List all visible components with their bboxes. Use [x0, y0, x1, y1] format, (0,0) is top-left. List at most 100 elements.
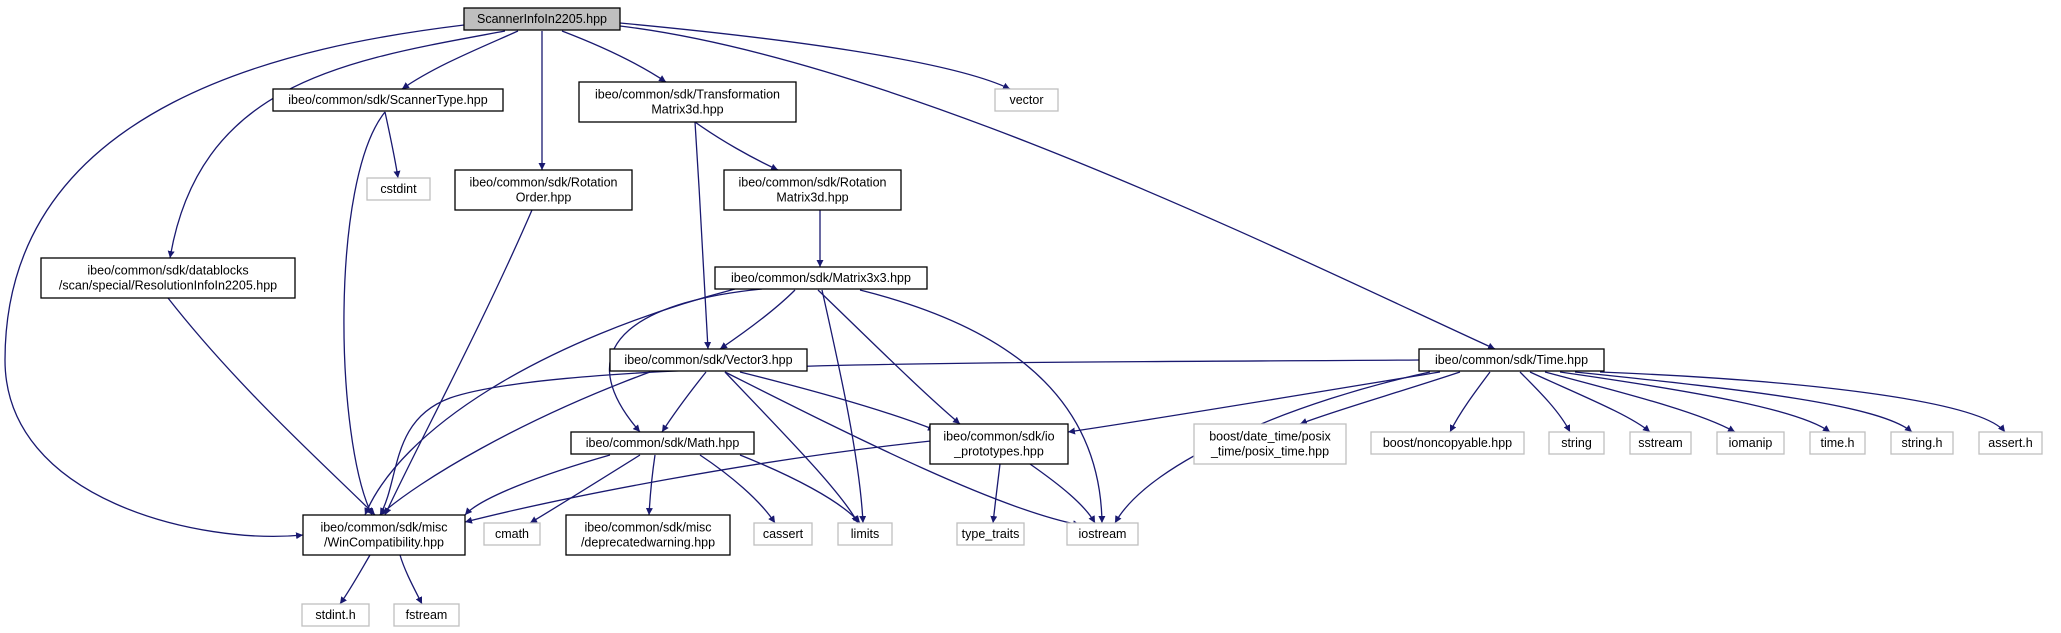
- edge-transform-to-rotmatrix: [694, 121, 779, 171]
- node-transform[interactable]: ibeo/common/sdk/TransformationMatrix3d.h…: [578, 81, 797, 123]
- node-root[interactable]: ScannerInfoIn2205.hpp: [463, 7, 621, 31]
- edge-arrow: [464, 454, 611, 516]
- node-label: ibeo/common/sdk/Rotation: [739, 176, 887, 190]
- node-box: [302, 514, 466, 556]
- node-label: boost/noncopyable.hpp: [1383, 436, 1512, 450]
- edge-arrow: [821, 289, 867, 524]
- edge-root-to-resinfo: [167, 30, 506, 259]
- node-box: [753, 522, 813, 546]
- node-box: [1809, 431, 1866, 455]
- edge-scannertype-to-cstdint: [384, 111, 401, 179]
- edge-vector3-to-iostream: [724, 371, 1081, 528]
- node-label: Order.hpp: [516, 191, 572, 205]
- edge-arrow: [339, 554, 371, 605]
- edge-arrow: [817, 289, 961, 425]
- node-time[interactable]: ibeo/common/sdk/Time.hpp: [1418, 348, 1605, 372]
- node-vector: vector: [994, 88, 1059, 112]
- node-label: time.h: [1820, 436, 1854, 450]
- node-resinfo[interactable]: ibeo/common/sdk/datablocks/scan/special/…: [40, 257, 296, 299]
- node-box: [1548, 431, 1605, 455]
- node-box: [40, 257, 296, 299]
- edge-arrow: [1529, 371, 1651, 433]
- node-box: [1890, 431, 1954, 455]
- node-box: [1629, 431, 1692, 455]
- edge-arrow: [694, 121, 779, 171]
- node-label: ibeo/common/sdk/Math.hpp: [586, 436, 740, 450]
- edge-arrow: [619, 25, 1496, 350]
- node-fstream: fstream: [393, 603, 460, 627]
- node-cassert: cassert: [753, 522, 813, 546]
- node-timeh: time.h: [1809, 431, 1866, 455]
- node-matrix3x3[interactable]: ibeo/common/sdk/Matrix3x3.hpp: [714, 266, 928, 290]
- node-box: [1418, 348, 1605, 372]
- edge-arrow: [401, 30, 519, 90]
- node-wincompat[interactable]: ibeo/common/sdk/misc/WinCompatibility.hp…: [302, 514, 466, 556]
- node-asserth: assert.h: [1978, 431, 2043, 455]
- node-ioproto[interactable]: ibeo/common/sdk/io_prototypes.hpp: [929, 423, 1069, 465]
- edge-arrow: [343, 111, 386, 516]
- edge-arrow: [645, 454, 656, 516]
- node-label: string: [1561, 436, 1592, 450]
- node-box: [578, 81, 797, 123]
- node-noncopy: boost/noncopyable.hpp: [1370, 431, 1525, 455]
- node-box: [837, 522, 893, 546]
- edge-arrow: [1029, 463, 1096, 524]
- node-label: Matrix3d.hpp: [651, 103, 723, 117]
- node-label: fstream: [406, 608, 448, 622]
- edge-arrow: [1067, 371, 1441, 435]
- edge-time-to-stringh: [1574, 371, 1913, 433]
- node-iomanip: iomanip: [1716, 431, 1785, 455]
- node-label: ibeo/common/sdk/Matrix3x3.hpp: [731, 271, 911, 285]
- node-label: cstdint: [380, 182, 417, 196]
- node-box: [1370, 431, 1525, 455]
- edge-arrow: [1299, 371, 1461, 425]
- node-vector3[interactable]: ibeo/common/sdk/Vector3.hpp: [609, 348, 808, 372]
- edge-arrow: [1449, 371, 1491, 433]
- node-scannertype[interactable]: ibeo/common/sdk/ScannerType.hpp: [272, 88, 504, 112]
- edge-scannertype-to-wincompat: [343, 111, 386, 516]
- edge-arrow: [529, 454, 641, 524]
- node-label: limits: [851, 527, 879, 541]
- edge-arrow: [724, 371, 1081, 528]
- edge-time-to-posix: [1299, 371, 1461, 425]
- edge-time-to-timeh: [1559, 371, 1831, 433]
- node-box: [1978, 431, 2043, 455]
- edge-matrix3x3-to-wincompat: [364, 288, 736, 516]
- node-label: /scan/special/ResolutionInfoIn2205.hpp: [59, 279, 277, 293]
- node-label: boost/date_time/posix: [1209, 430, 1331, 444]
- node-box: [565, 514, 731, 556]
- edge-arrow: [379, 371, 651, 516]
- edge-matrix3x3-to-ioproto: [817, 289, 961, 425]
- edge-arrow: [464, 439, 941, 524]
- edge-root-to-wincompat: [4, 24, 465, 540]
- edge-arrow: [4, 24, 465, 540]
- node-label: iomanip: [1729, 436, 1773, 450]
- edge-time-to-wincompat: [379, 359, 1420, 516]
- edge-arrow: [661, 371, 707, 433]
- node-label: _time/posix_time.hpp: [1210, 445, 1329, 459]
- edge-arrow: [608, 288, 763, 433]
- node-label: ScannerInfoIn2205.hpp: [477, 12, 607, 26]
- node-deprecated[interactable]: ibeo/common/sdk/misc/deprecatedwarning.h…: [565, 514, 731, 556]
- edge-vector3-to-wincompat: [379, 371, 651, 516]
- edge-time-to-iomanip: [1544, 371, 1736, 433]
- node-label: ibeo/common/sdk/ScannerType.hpp: [288, 93, 487, 107]
- node-box: [1716, 431, 1785, 455]
- edge-math-to-wincompat: [464, 454, 611, 516]
- edge-arrow: [1544, 371, 1736, 433]
- edge-wincompat-to-fstream: [399, 554, 423, 605]
- node-box: [483, 522, 541, 546]
- node-label: ibeo/common/sdk/datablocks: [87, 264, 248, 278]
- node-box: [929, 423, 1069, 465]
- edge-ioproto-to-wincompat: [464, 439, 941, 524]
- edge-arrow: [1559, 371, 1831, 433]
- node-box: [570, 431, 755, 455]
- node-math[interactable]: ibeo/common/sdk/Math.hpp: [570, 431, 755, 455]
- edge-math-to-cassert: [699, 454, 776, 524]
- node-box: [1066, 522, 1139, 546]
- edge-transform-to-vector3: [694, 121, 712, 350]
- node-sstream: sstream: [1629, 431, 1692, 455]
- edge-matrix3x3-to-math: [608, 288, 763, 433]
